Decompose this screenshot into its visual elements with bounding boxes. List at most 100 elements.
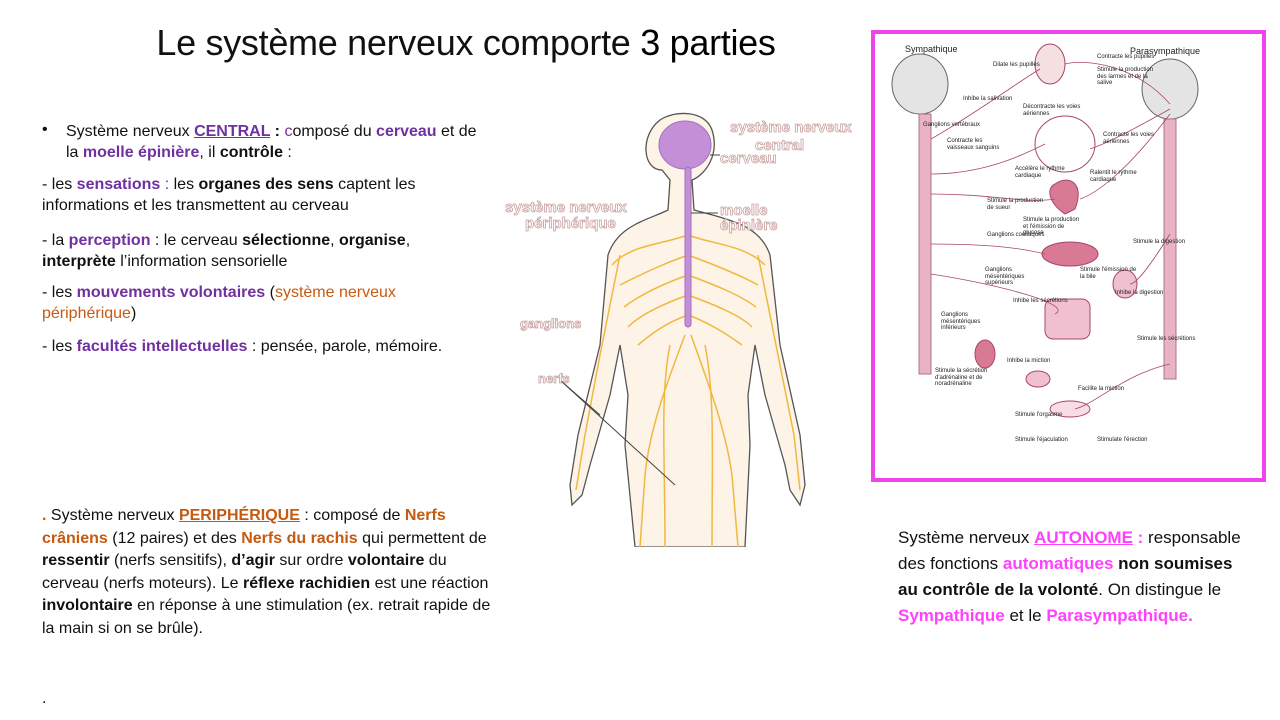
diagram-label: Stimule la production des larmes et de l… xyxy=(1097,67,1154,86)
text-segment: . xyxy=(42,507,51,524)
diagram-label: Ganglions mésentériques supérieurs xyxy=(985,267,1025,286)
text-segment: , xyxy=(405,232,411,249)
title-emphasis: 3 parties xyxy=(640,22,776,63)
diagram-label: Stimule l'émission de la bile xyxy=(1080,267,1137,280)
diagram-label: Dilate les pupilles xyxy=(993,62,1040,68)
text-segment: organes des sens xyxy=(198,176,334,193)
text-segment: Sympathique xyxy=(898,606,1005,625)
text-segment: contrôle xyxy=(219,144,283,161)
label-peripheral: système nerveux xyxy=(505,199,627,216)
text-segment: : xyxy=(1132,528,1144,547)
central-intro: Système nerveux CENTRAL : composé du cer… xyxy=(66,121,496,163)
text-segment: moelle épinière xyxy=(82,144,200,161)
central-line-2: la moelle épinière, il contrôle : xyxy=(66,142,496,163)
diagram-label: Facilite la miction xyxy=(1078,386,1125,392)
text-segment: (12 paires) et des xyxy=(107,529,242,547)
text-segment: AUTONOME xyxy=(1034,528,1133,547)
pointer-lines xyxy=(559,154,720,486)
text-segment: les xyxy=(173,176,199,193)
text-segment: Nerfs crâniens xyxy=(42,507,446,547)
title-text: Le système nerveux comporte xyxy=(156,22,641,63)
diagram-label: Ganglions mésentériques inférieurs xyxy=(941,312,981,331)
text-segment: en réponse à une stimulation (ex. retrai… xyxy=(42,597,491,637)
label-central-2: central xyxy=(755,137,804,154)
text-segment: c xyxy=(284,123,293,140)
label-spinal-cord-2: épinière xyxy=(720,217,778,234)
text-segment: système nerveux périphérique xyxy=(42,284,396,322)
label-brain: cerveau xyxy=(720,150,777,167)
text-segment: ressentir xyxy=(42,552,110,569)
diagram-label: Contracte les pupilles xyxy=(1097,54,1155,60)
peripheral-nerves xyxy=(575,234,801,548)
text-segment: (nerfs sensitifs), xyxy=(109,552,232,569)
diagram-label: Stimule la production de sueur xyxy=(987,198,1044,211)
text-segment: : composé de xyxy=(299,507,405,524)
diagram-label: Inhibe les sécrétions xyxy=(1013,298,1068,304)
central-item-perception: - la perception : le cerveau sélectionne… xyxy=(42,230,462,272)
text-segment: omposé du xyxy=(292,123,377,140)
text-segment: du cerveau (nerfs moteurs). Le xyxy=(42,552,447,592)
spinal-cords xyxy=(918,113,1177,380)
text-segment: sélectionne xyxy=(242,232,331,249)
text-segment: Système nerveux xyxy=(898,528,1035,547)
central-nervous-system xyxy=(658,120,712,328)
text-segment: , il xyxy=(199,144,220,161)
text-segment: - les xyxy=(42,338,77,355)
text-segment: automatiques xyxy=(1002,554,1114,573)
text-segment: - la xyxy=(42,232,69,249)
text-segment: l’information sensorielle xyxy=(115,253,288,270)
body-outline xyxy=(569,112,806,548)
text-segment: réflexe rachidien xyxy=(242,574,371,592)
text-segment: : xyxy=(270,123,285,140)
text-segment: : xyxy=(282,144,292,161)
text-segment: ( xyxy=(265,284,275,301)
diagram-label: Stimule la sécrétion d'adrénaline et de … xyxy=(935,368,988,387)
text-segment: : le cerveau xyxy=(150,232,243,249)
text-segment: Nerfs du rachis xyxy=(241,529,358,547)
text-segment: : pensée, parole, mémoire. xyxy=(247,338,443,355)
text-segment: responsable des fonctions xyxy=(898,528,1241,573)
text-segment: - les xyxy=(42,284,77,301)
text-segment: facultés intellectuelles xyxy=(76,338,248,355)
text-segment: et le xyxy=(1004,606,1047,625)
text-segment: organise xyxy=(339,232,406,249)
text-segment: et de xyxy=(436,123,477,140)
diagram-label: Stimulate l'érection xyxy=(1097,437,1148,443)
text-segment: : xyxy=(160,176,174,193)
diagram-label: Inhibe la miction xyxy=(1007,358,1051,364)
organs xyxy=(974,43,1138,418)
label-peripheral-2: périphérique xyxy=(525,215,616,232)
bullet-icon: • xyxy=(42,121,48,138)
slide-title: Le système nerveux comporte 3 parties xyxy=(0,22,932,64)
label-central: système nerveux xyxy=(730,119,852,136)
trailing-dot: . xyxy=(42,690,47,707)
central-item-movements: - les mouvements volontaires (système ne… xyxy=(42,282,442,324)
text-segment: volontaire xyxy=(347,552,425,569)
text-segment: d’agir xyxy=(231,552,275,569)
text-segment: Parasympathique. xyxy=(1046,606,1193,625)
diagram-headers: Sympathique Parasympathique xyxy=(905,44,1200,56)
header-parasympathetic: Parasympathique xyxy=(1130,46,1200,56)
text-segment: involontaire xyxy=(42,597,133,614)
text-segment: sur ordre xyxy=(274,552,348,569)
diagram-label: Stimule l'éjaculation xyxy=(1015,437,1068,443)
diagram-label: Décontracte les voies aériennes xyxy=(1023,104,1081,117)
central-line-1: Système nerveux CENTRAL : composé du cer… xyxy=(66,121,496,142)
diagram-label: Inhibe la digestion xyxy=(1115,290,1164,296)
header-sympathetic: Sympathique xyxy=(905,44,958,54)
nervous-system-body-image: système nerveux central cerveau moelle é… xyxy=(500,95,875,548)
text-segment: captent les informations et les transmet… xyxy=(42,176,416,214)
diagram-label: Ganglions coeliaques xyxy=(987,232,1045,238)
nerve-paths xyxy=(930,62,1171,410)
diagram-label: Stimule la production et l'émission de g… xyxy=(1023,217,1080,236)
text-segment: - les xyxy=(42,176,77,193)
text-segment: interprète xyxy=(42,253,116,270)
diagram-label: Contracte les vaisseaux sanguins xyxy=(947,138,1000,151)
central-item-faculties: - les facultés intellectuelles : pensée,… xyxy=(42,336,492,357)
peripheral-text: . Système nerveux PERIPHÉRIQUE : composé… xyxy=(42,505,497,640)
autonomous-text: Système nerveux AUTONOME : responsable d… xyxy=(898,525,1248,629)
diagram-label: Ralentit le rythme cardiaque xyxy=(1090,170,1137,183)
label-ganglia: ganglions xyxy=(520,316,581,331)
central-item-sensations: - les sensations : les organes des sens … xyxy=(42,174,462,216)
text-segment: CENTRAL xyxy=(194,123,271,140)
